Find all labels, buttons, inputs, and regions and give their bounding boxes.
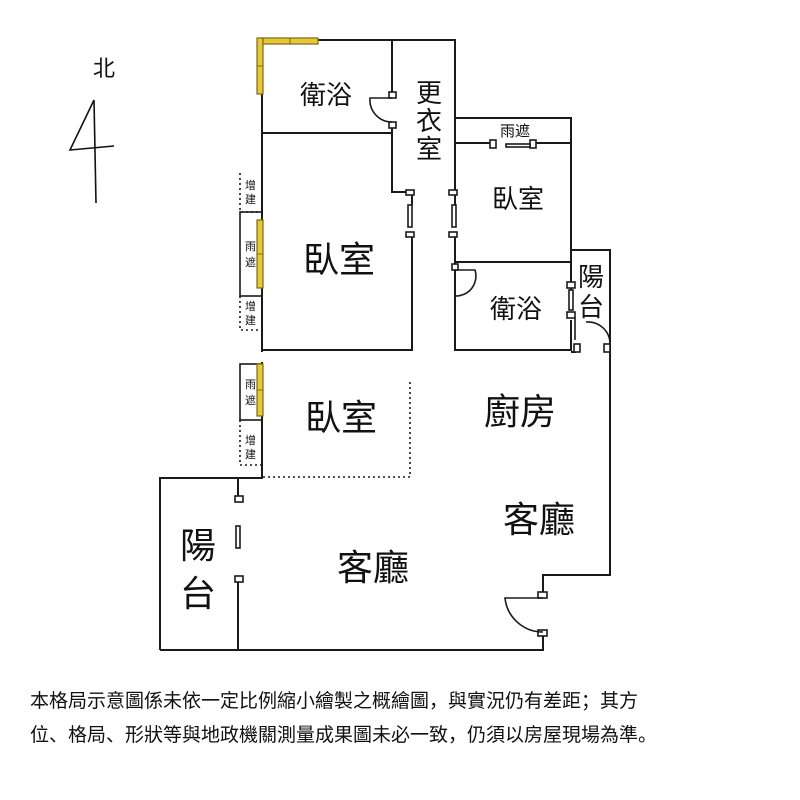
balcony-east-label-2: 台 [578,293,604,323]
extension-label-2b: 建 [245,313,256,327]
awning-top-label: 雨遮 [500,122,530,140]
extension-label-3b: 建 [245,447,256,461]
bedroom-ne-label: 臥室 [492,185,544,215]
extension-label-3a: 增 [245,433,256,447]
balcony-west-label-2: 台 [180,574,216,615]
dotted-partitions [239,173,411,478]
door-swings [369,97,611,633]
awning-label-1b: 遮 [245,255,256,269]
extension-label-1b: 建 [245,192,256,206]
extension-label-1a: 增 [245,178,256,192]
living-east-label: 客廳 [503,500,575,541]
bath-mid-label: 衛浴 [490,295,542,325]
floor-plan: 北 [68,37,611,651]
disclaimer-line-1: 本格局示意圖係未依一定比例縮小繪製之概繪圖，與實況仍有差距；其方 [30,690,639,712]
kitchen-label: 廚房 [484,392,556,433]
bedroom-sw-label: 臥室 [305,398,377,439]
awning-label-2b: 遮 [245,393,256,407]
door-frames [234,91,611,637]
extension-label-2a: 增 [245,299,256,313]
north-arrow-icon [68,99,115,204]
disclaimer-line-2: 位、格局、形狀等與地政機關測量成果圖未必一致，仍須以房屋現場為準。 [30,724,658,746]
closet-label-3: 室 [416,135,442,165]
closet-label-1: 更 [416,79,442,109]
window-mullions [257,38,291,391]
balcony-west-label-1: 陽 [180,526,216,567]
bath-north-label: 衛浴 [300,81,352,111]
north-label: 北 [93,57,115,82]
walls [159,39,611,651]
disclaimer: 本格局示意圖係未依一定比例縮小繪製之概繪圖，與實況仍有差距；其方 位、格局、形狀… [30,684,780,752]
bedroom-main-label: 臥室 [303,240,375,281]
balcony-east-label-1: 陽 [578,263,604,293]
awning-label-2a: 雨 [245,378,256,391]
living-main-label: 客廳 [337,548,409,589]
closet-label-2: 衣 [416,107,442,137]
awning-label-1a: 雨 [245,240,256,253]
